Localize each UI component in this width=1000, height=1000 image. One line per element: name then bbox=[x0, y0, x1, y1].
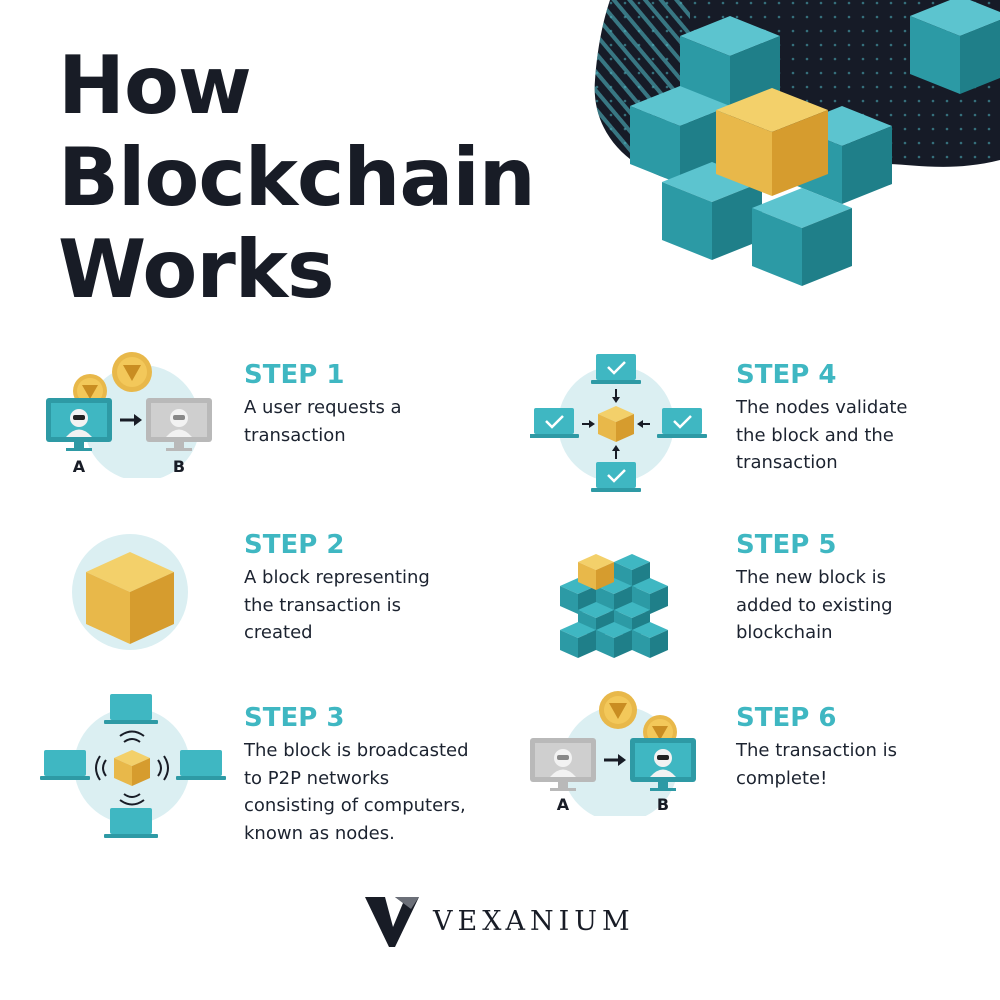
step-5-text: The new block is added to existing block… bbox=[736, 567, 893, 643]
step-6-text: The transaction is complete! bbox=[736, 740, 897, 789]
vexanium-logo-icon bbox=[365, 897, 419, 947]
title-line-1: How bbox=[58, 39, 252, 132]
step-5-title: STEP 5 bbox=[736, 530, 837, 560]
step-1-title: STEP 1 bbox=[244, 360, 345, 390]
step6-label-b: B bbox=[657, 795, 669, 814]
validation-nodes-icon bbox=[530, 354, 707, 492]
step-1: STEP 1 A user requests a transaction bbox=[244, 360, 402, 449]
logo-text: VEXANIUM bbox=[433, 905, 635, 937]
step-3-text: The block is broadcasted to P2P networks… bbox=[244, 740, 469, 844]
step1-label-a: A bbox=[73, 457, 86, 476]
title-line-3: Works bbox=[58, 223, 335, 316]
step-2-title: STEP 2 bbox=[244, 530, 345, 560]
broadcast-network-icon bbox=[40, 694, 226, 838]
step-6: STEP 6 The transaction is complete! bbox=[736, 703, 897, 792]
blockchain-cluster-icon bbox=[560, 554, 668, 658]
step-2-text: A block representing the transaction is … bbox=[244, 567, 430, 643]
step-4-title: STEP 4 bbox=[736, 360, 837, 390]
step-1-text: A user requests a transaction bbox=[244, 397, 402, 446]
page-title: How Blockchain Works bbox=[58, 39, 536, 316]
step-5: STEP 5 The new block is added to existin… bbox=[736, 530, 893, 647]
step-3-title: STEP 3 bbox=[244, 703, 345, 733]
hero-blockchain-cubes-icon bbox=[594, 0, 1000, 286]
step-6-title: STEP 6 bbox=[736, 703, 837, 733]
step-2: STEP 2 A block representing the transact… bbox=[244, 530, 430, 647]
step1-label-b: B bbox=[173, 457, 185, 476]
user-to-user-transfer-icon: A B bbox=[46, 352, 212, 478]
step-4-text: The nodes validate the block and the tra… bbox=[736, 397, 908, 473]
step-4: STEP 4 The nodes validate the block and … bbox=[736, 360, 908, 477]
vexanium-logo: VEXANIUM bbox=[365, 895, 635, 947]
step6-label-a: A bbox=[557, 795, 570, 814]
title-line-2: Blockchain bbox=[58, 131, 536, 224]
gold-block-icon bbox=[72, 534, 188, 650]
completed-transfer-icon: A B bbox=[530, 691, 696, 816]
step-3: STEP 3 The block is broadcasted to P2P n… bbox=[244, 703, 469, 847]
